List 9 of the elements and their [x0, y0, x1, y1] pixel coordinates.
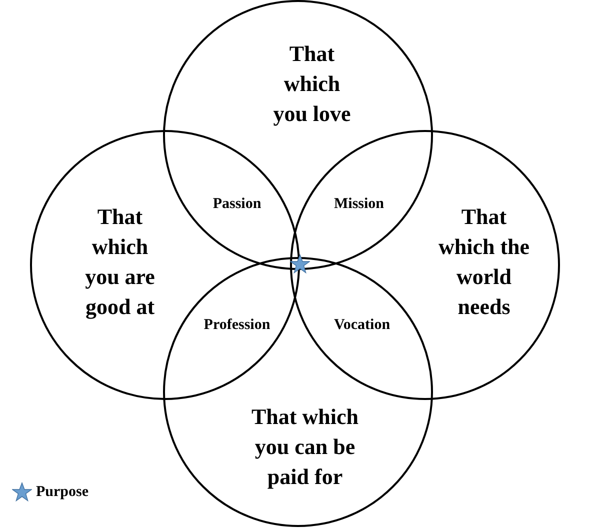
circle-label: That which you love [272, 40, 352, 128]
circle-label: That which you are good at [84, 203, 156, 321]
overlap-label: Mission [334, 194, 384, 214]
legend-label: Purpose [36, 483, 88, 502]
circle-label: That which the world needs [438, 203, 530, 321]
circle-label: That which you can be paid for [250, 403, 360, 491]
overlap-label: Profession [204, 316, 270, 335]
overlap-label: Vocation [334, 316, 390, 335]
overlap-label: Passion [212, 194, 262, 214]
